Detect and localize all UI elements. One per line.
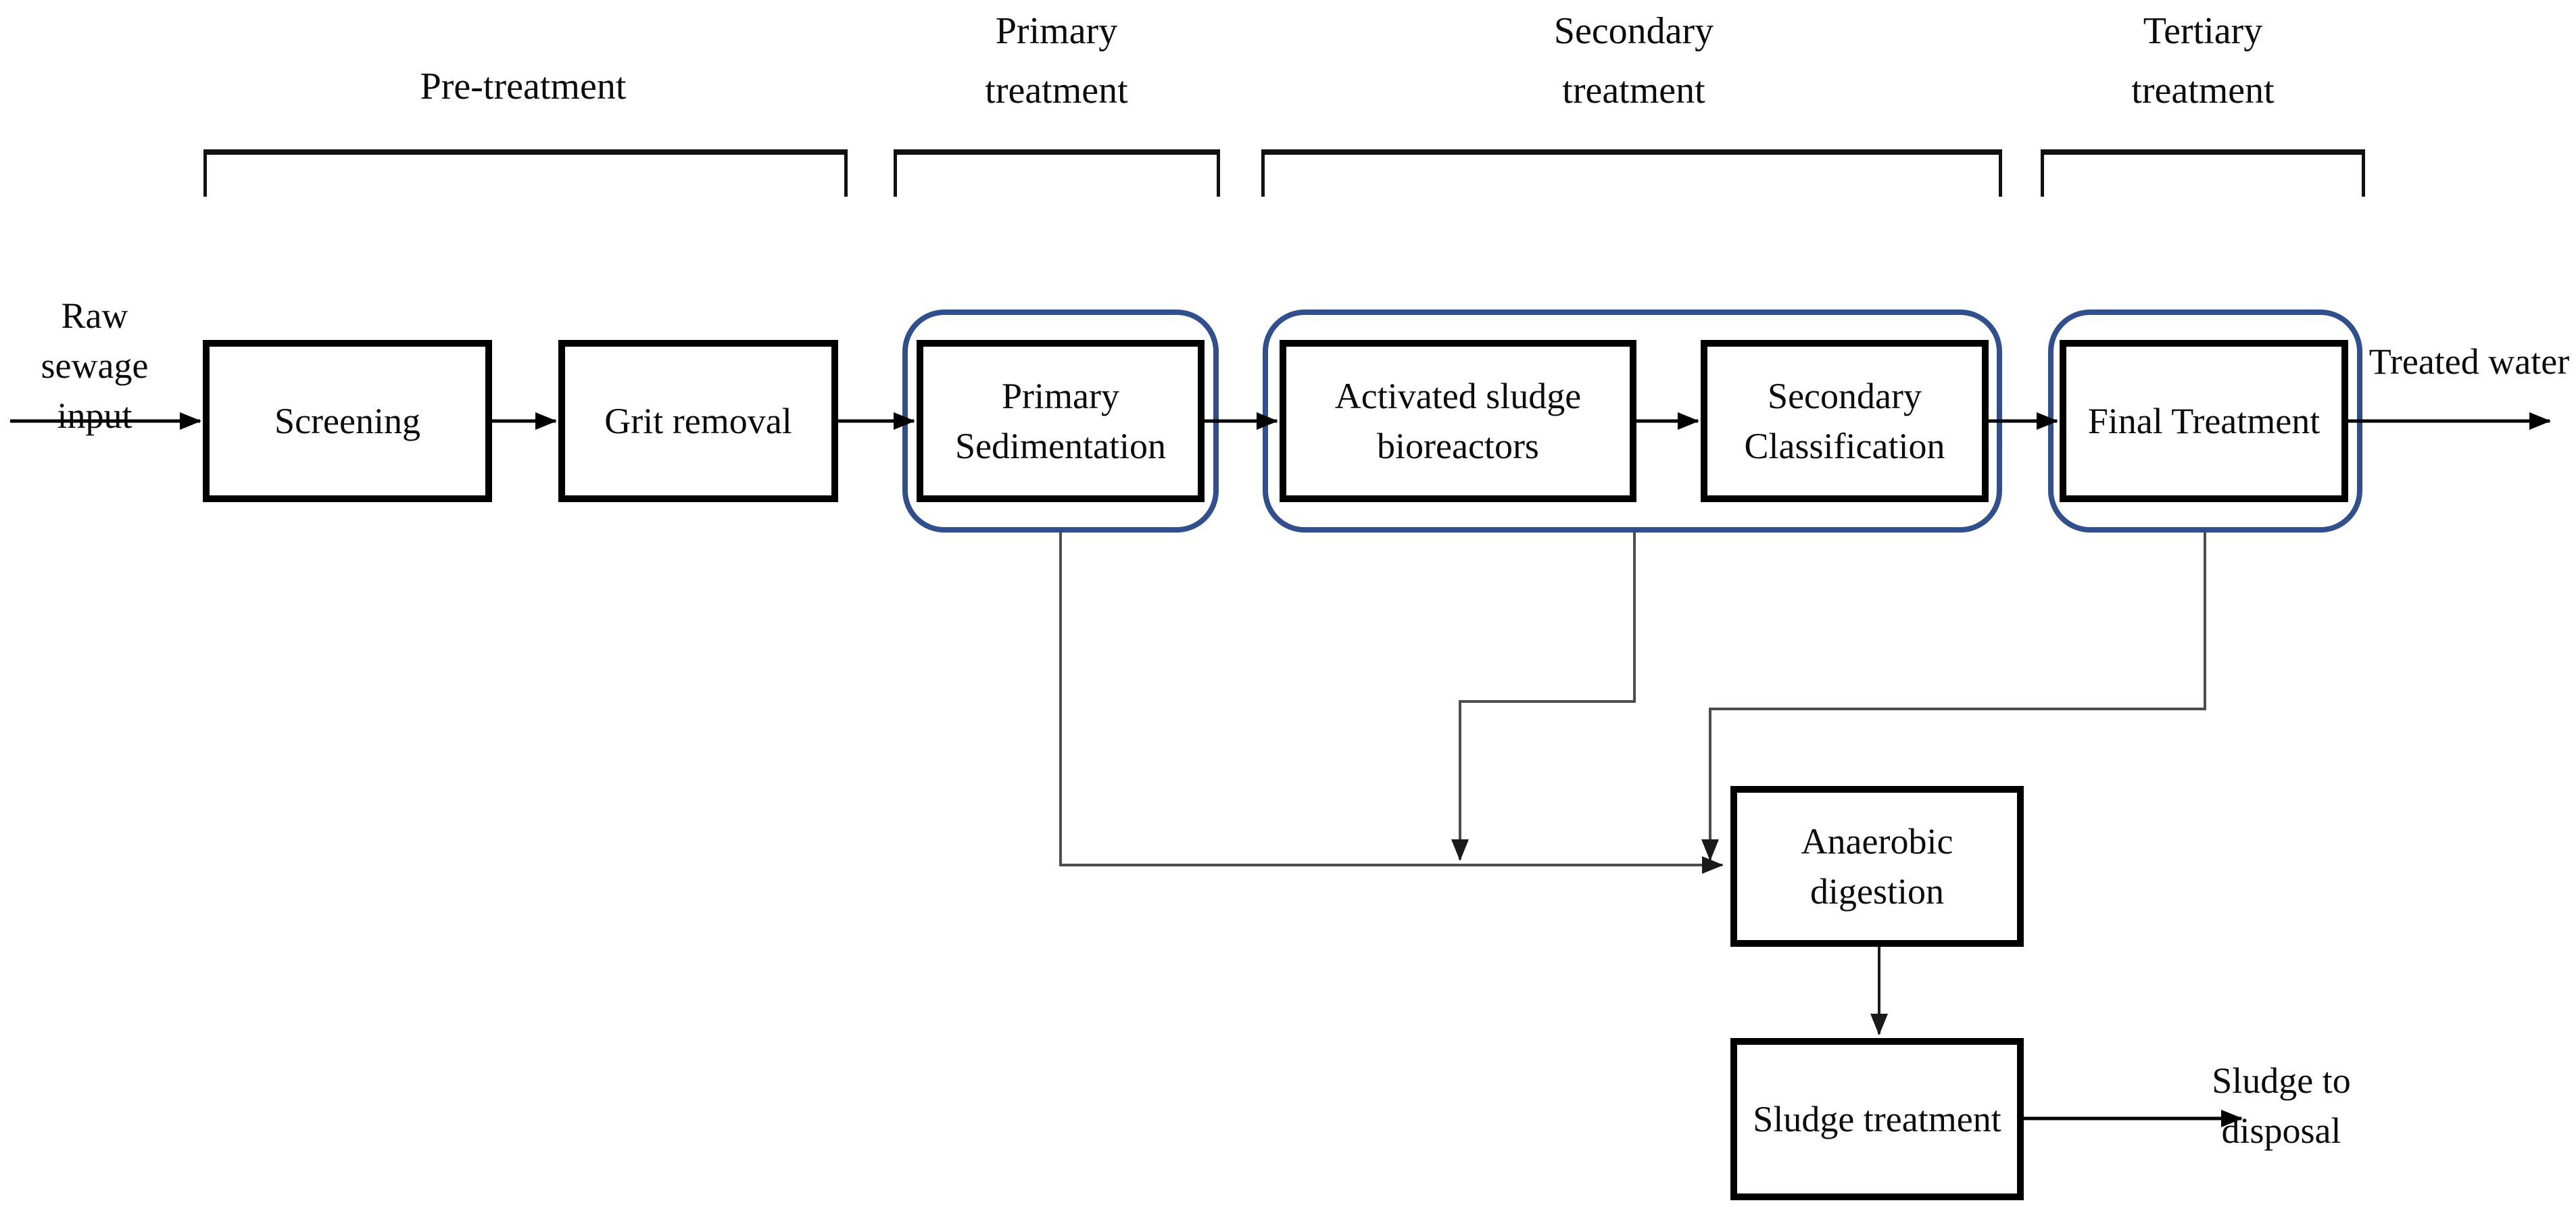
node-secondary-classification-label: Secondary Classification — [1744, 376, 1945, 466]
stage-label-secondary-treatment: Secondary treatment — [1553, 10, 1714, 112]
node-activated-sludge-bioreactors: Activated sludge bioreactors — [1280, 340, 1636, 502]
stage-bracket-pre-treatment — [203, 149, 848, 197]
node-primary-sedimentation: Primary Sedimentation — [917, 340, 1205, 502]
connector-secondary-treatment-to-anaerobic-digestion — [1451, 533, 1636, 861]
stage-bracket-tertiary-treatment — [2041, 149, 2365, 197]
stage-bracket-primary-treatment — [894, 149, 1220, 197]
node-secondary-classification: Secondary Classification — [1701, 340, 1989, 502]
label-sludge-to-disposal: Sludge to disposal — [2212, 1060, 2351, 1151]
stage-bracket-secondary-treatment — [1261, 149, 2002, 197]
stage-label-pre-treatment: Pre-treatment — [420, 66, 627, 107]
node-final-treatment: Final Treatment — [2060, 340, 2348, 502]
node-activated-sludge-bioreactors-label: Activated sludge bioreactors — [1334, 376, 1582, 466]
node-screening-label: Screening — [274, 401, 420, 441]
node-grit-removal: Grit removal — [558, 340, 838, 502]
stage-label-tertiary-treatment: Tertiary treatment — [2131, 10, 2275, 112]
node-screening: Screening — [203, 340, 492, 502]
node-anaerobic-digestion-label: Anaerobic digestion — [1801, 821, 1953, 912]
connector-primary-sedimentation-to-anaerobic-digestion — [1059, 533, 1724, 874]
stage-label-primary-treatment: Primary treatment — [985, 10, 1128, 112]
node-final-treatment-label: Final Treatment — [2087, 401, 2320, 441]
node-grit-removal-label: Grit removal — [604, 401, 792, 441]
node-sludge-treatment-label: Sludge treatment — [1753, 1099, 2001, 1139]
node-sludge-treatment: Sludge treatment — [1730, 1038, 2024, 1200]
label-raw-sewage-input: Raw sewage input — [41, 295, 149, 436]
node-anaerobic-digestion: Anaerobic digestion — [1730, 786, 2024, 947]
node-primary-sedimentation-label: Primary Sedimentation — [955, 376, 1166, 466]
label-treated-water: Treated water — [2368, 341, 2570, 382]
